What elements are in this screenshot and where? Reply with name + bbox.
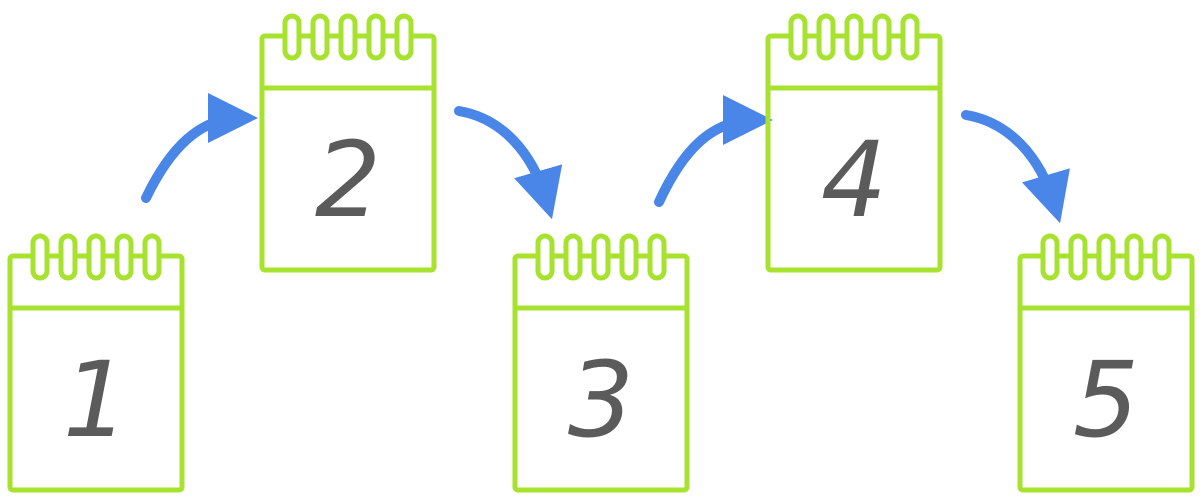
arrow-2-to-3 [454, 106, 563, 220]
calendar-4: 4 [765, 13, 943, 273]
calendar-ring-5 [900, 13, 920, 61]
calendar-number: 2 [315, 119, 381, 241]
arrows-layer [141, 93, 1070, 224]
calendar-ring-3 [844, 13, 864, 61]
calendar-ring-2 [58, 233, 78, 281]
calendar-ring-4 [619, 233, 639, 281]
calendar-ring-1 [282, 13, 302, 61]
calendar-5: 5 [1017, 233, 1195, 493]
arrow-1-to-2 [141, 93, 258, 203]
calendar-ring-2 [816, 13, 836, 61]
calendar-number: 4 [821, 119, 887, 241]
calendar-ring-5 [647, 233, 667, 281]
calendar-ring-1 [788, 13, 808, 61]
arrow-4-to-5 [961, 110, 1070, 224]
calendar-ring-4 [872, 13, 892, 61]
calendar-number: 5 [1073, 339, 1139, 461]
calendar-ring-3 [591, 233, 611, 281]
arrow-3-to-4 [654, 95, 773, 207]
calendar-ring-5 [1152, 233, 1172, 281]
calendar-icon [1017, 233, 1195, 493]
calendar-ring-3 [338, 13, 358, 61]
calendar-ring-3 [1096, 233, 1116, 281]
calendar-ring-1 [30, 233, 50, 281]
calendar-3: 3 [512, 233, 690, 493]
calendar-number: 3 [568, 339, 634, 461]
calendar-ring-4 [366, 13, 386, 61]
calendar-ring-4 [114, 233, 134, 281]
calendar-ring-5 [142, 233, 162, 281]
calendar-ring-2 [310, 13, 330, 61]
calendar-number: 1 [63, 339, 129, 461]
calendar-ring-1 [535, 233, 555, 281]
calendar-2: 2 [259, 13, 437, 273]
calendar-icon [765, 13, 943, 273]
calendar-ring-1 [1040, 233, 1060, 281]
calendar-icon [7, 233, 185, 493]
calendar-ring-5 [394, 13, 414, 61]
calendar-1: 1 [7, 233, 185, 493]
calendar-icon [512, 233, 690, 493]
calendar-icon [259, 13, 437, 273]
calendar-ring-3 [86, 233, 106, 281]
calendar-ring-2 [1068, 233, 1088, 281]
calendar-ring-2 [563, 233, 583, 281]
calendar-ring-4 [1124, 233, 1144, 281]
